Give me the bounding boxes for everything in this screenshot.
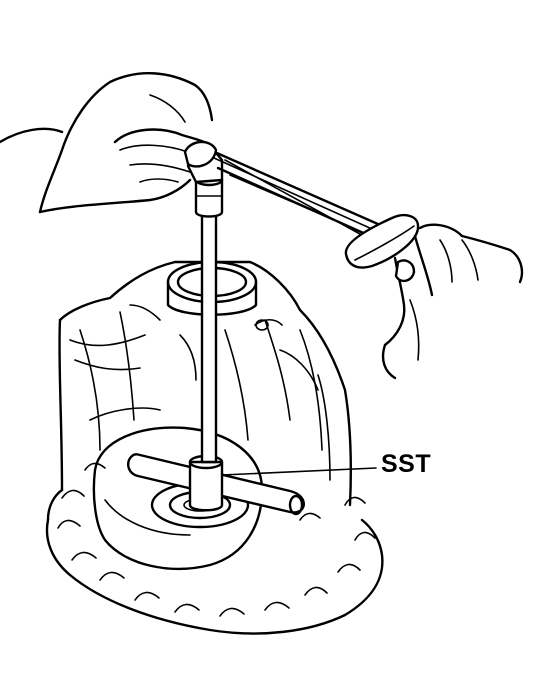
left-hand [0, 72, 218, 214]
sst-tool [126, 453, 377, 516]
right-hand [381, 223, 524, 380]
sst-label: SST [381, 450, 432, 478]
torque-wrench [186, 144, 420, 464]
